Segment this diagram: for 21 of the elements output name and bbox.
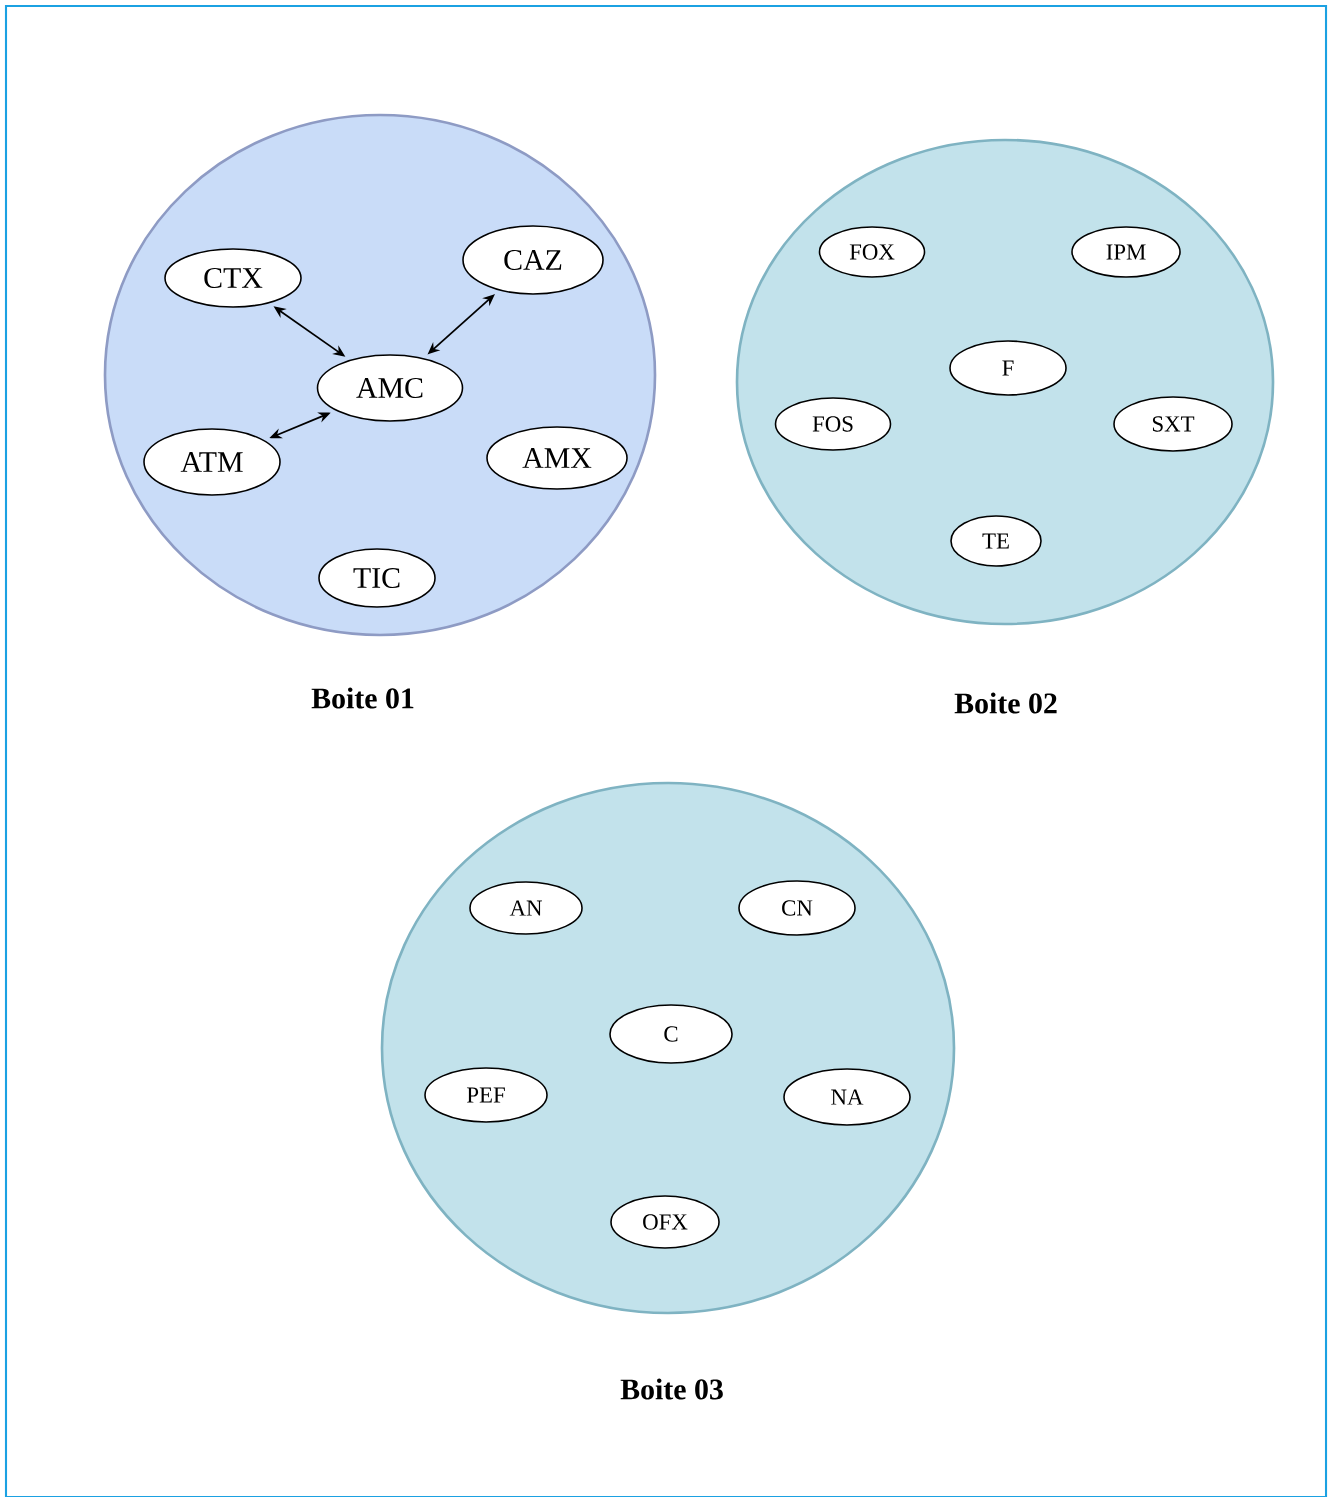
dish-title: Boite 02 <box>954 692 1057 714</box>
antibiotic-disc: IPM <box>1071 226 1181 278</box>
antibiotic-disc: OFX <box>610 1195 720 1249</box>
antibiotic-disc: CN <box>738 880 856 936</box>
antibiotic-disc: CTX <box>164 248 302 308</box>
antibiotic-disc: FOX <box>818 226 926 278</box>
antibiotic-disc: ATM <box>143 428 281 496</box>
dish-title: Boite 01 <box>311 687 414 709</box>
antibiotic-disc: FOS <box>774 397 892 451</box>
antibiotic-disc: CAZ <box>462 225 604 295</box>
antibiotic-disc: F <box>949 340 1067 396</box>
antibiotic-disc: PEF <box>424 1067 548 1123</box>
antibiotic-disc: AN <box>469 881 583 935</box>
dish-title: Boite 03 <box>620 1378 723 1400</box>
antibiotic-disc: C <box>609 1004 733 1064</box>
antibiotic-disc: SXT <box>1113 396 1233 452</box>
antibiotic-disc: TE <box>950 515 1042 567</box>
antibiotic-disc: TIC <box>318 548 436 608</box>
antibiotic-disc: AMX <box>486 426 628 490</box>
antibiotic-disc: AMC <box>316 354 464 422</box>
antibiotic-disc: NA <box>783 1068 911 1126</box>
